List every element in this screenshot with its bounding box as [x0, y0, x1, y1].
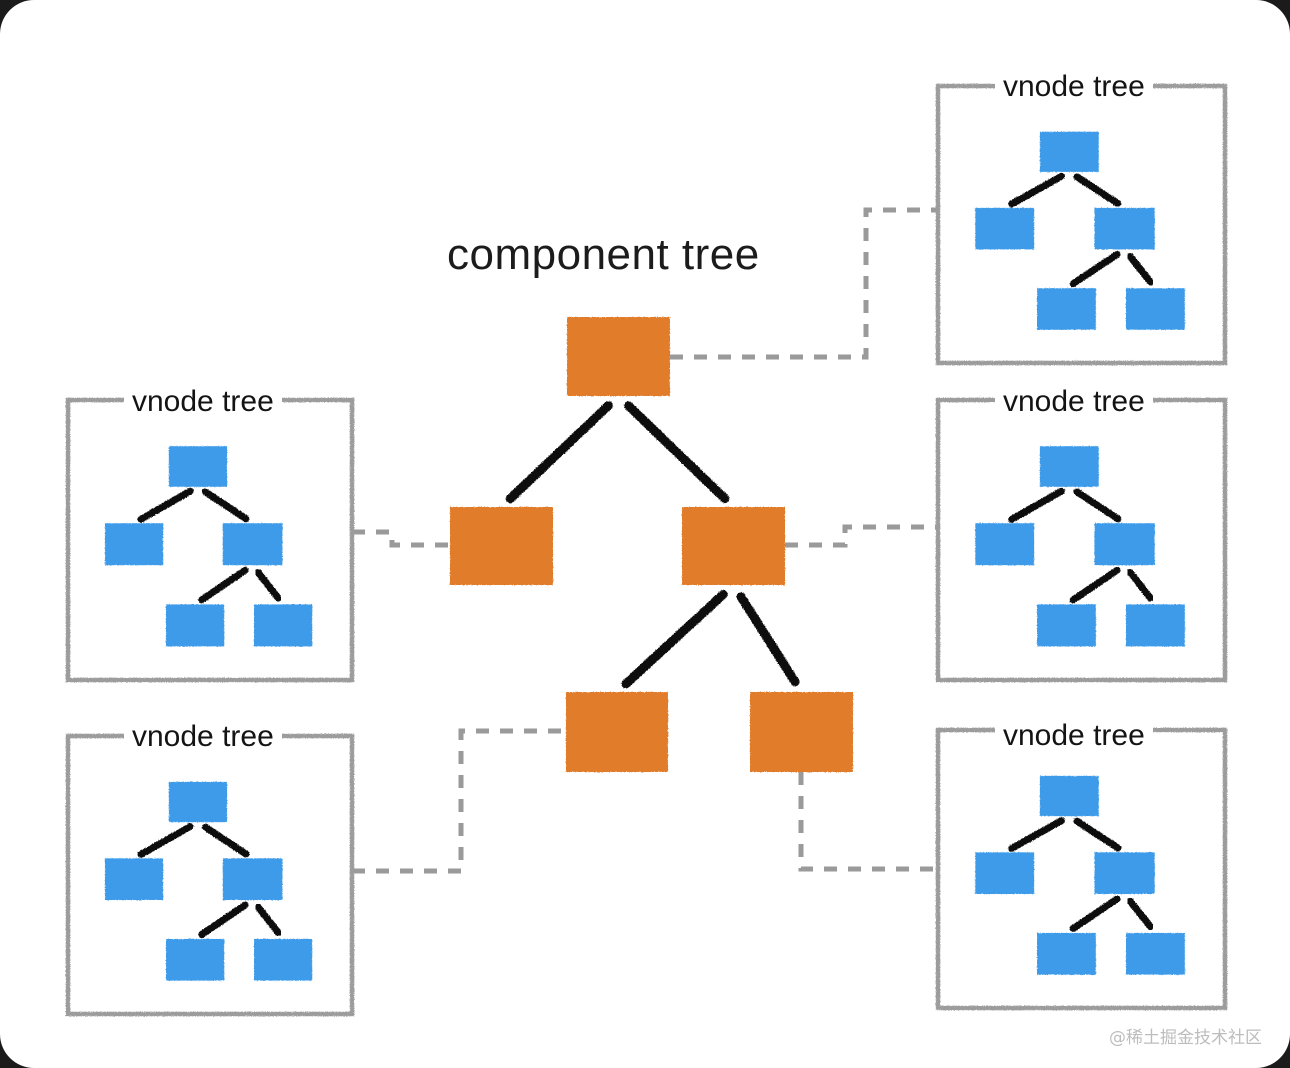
component-node-leaf-left[interactable]: [566, 692, 668, 772]
component-node-child-right[interactable]: [682, 507, 785, 585]
vnode-tree-middle-left-node-v-root[interactable]: [168, 446, 228, 487]
vnode-tree-middle-right-edge-v-root-to-v-right: [1073, 488, 1122, 523]
vnode-tree-middle-left-edge-v-root-to-v-right: [201, 488, 250, 523]
vnode-tree-bottom-right-node-v-left[interactable]: [975, 852, 1035, 895]
vnode-tree-bottom-right-edge-v-right-to-v-leaf2: [1126, 897, 1154, 931]
vnode-tree-bottom-left-node-v-right[interactable]: [222, 858, 283, 901]
vnode-tree-bottom-left-node-v-left[interactable]: [104, 858, 164, 901]
vnode-tree-bottom-right-label: vnode tree: [995, 719, 1153, 753]
connector-child-right-to-middle-right: [785, 524, 938, 548]
vnode-tree-top-right-edge-v-root-to-v-right: [1073, 173, 1122, 208]
vnode-tree-top-right-node-v-leaf2[interactable]: [1125, 288, 1185, 330]
vnode-tree-bottom-right-edge-v-root-to-v-right: [1073, 817, 1122, 852]
vnode-tree-middle-right-edge-v-root-to-v-left: [1008, 487, 1065, 523]
vnode-tree-middle-left-edge-v-root-to-v-left: [137, 487, 194, 523]
vnode-tree-middle-left-node-v-leaf1[interactable]: [165, 604, 225, 647]
vnode-tree-bottom-left-edge-v-root-to-v-right: [201, 823, 250, 858]
vnode-tree-bottom-left-edge-v-right-to-v-leaf1: [198, 901, 249, 938]
vnode-tree-middle-left-node-v-left[interactable]: [104, 523, 164, 566]
vnode-tree-bottom-right-edge-v-root-to-v-left: [1008, 817, 1065, 852]
connector-lines-group: [352, 207, 938, 874]
vnode-tree-bottom-right-node-v-leaf2[interactable]: [1125, 932, 1185, 975]
vnode-tree-middle-right-edge-v-right-to-v-leaf1: [1069, 566, 1121, 604]
vnode-tree-top-right-node-v-left[interactable]: [975, 207, 1035, 250]
vnode-tree-bottom-left-edge-v-right-to-v-leaf2: [254, 903, 282, 937]
connector-leaf-right-to-bottom-right: [798, 772, 938, 872]
vnode-tree-bottom-right-node-v-root[interactable]: [1039, 775, 1099, 817]
vnode-tree-middle-right-node-v-leaf1[interactable]: [1037, 604, 1096, 647]
watermark-text: @稀土掘金技术社区: [1109, 1028, 1262, 1048]
vnode-tree-middle-right-label: vnode tree: [995, 385, 1153, 419]
component-tree-nodes-group: [450, 317, 853, 772]
vnode-tree-bottom-left-node-v-root[interactable]: [168, 781, 228, 823]
vnode-tree-top-right-node-v-leaf1[interactable]: [1037, 288, 1096, 330]
component-tree-edge-child-right-to-leaf-left: [621, 589, 728, 689]
vnode-tree-top-right-edge-v-root-to-v-left: [1008, 172, 1065, 208]
component-tree-edge-root-to-child-left: [505, 401, 613, 504]
vnode-tree-middle-right-node-v-root[interactable]: [1039, 446, 1099, 487]
vnode-tree-top-right-node-v-right[interactable]: [1094, 207, 1155, 250]
page-title: component tree: [447, 230, 760, 279]
vnode-tree-middle-left-node-v-leaf2[interactable]: [254, 604, 313, 647]
component-tree-edge-root-to-child-right: [624, 401, 730, 504]
vnode-tree-bottom-right-node-v-leaf1[interactable]: [1037, 932, 1096, 975]
vnode-tree-bottom-left-node-v-leaf1[interactable]: [165, 938, 225, 981]
vnode-tree-middle-left-edge-v-right-to-v-leaf2: [254, 568, 282, 602]
vnode-tree-top-right-edge-v-right-to-v-leaf1: [1069, 250, 1121, 288]
vnode-tree-bottom-right-edge-v-right-to-v-leaf1: [1069, 895, 1121, 932]
vnode-tree-top-right-label: vnode tree: [995, 70, 1153, 104]
connector-leaf-left-to-bottom-left: [352, 728, 566, 874]
connector-root-to-top-right: [670, 207, 938, 360]
vnode-tree-top-right-edge-v-right-to-v-leaf2: [1126, 252, 1154, 286]
vnode-tree-middle-left-label: vnode tree: [124, 385, 282, 419]
vnode-tree-middle-right-node-v-right[interactable]: [1094, 523, 1155, 566]
vnode-tree-middle-right-edge-v-right-to-v-leaf2: [1126, 568, 1154, 602]
component-node-child-left[interactable]: [450, 507, 553, 585]
vnode-tree-bottom-right-node-v-right[interactable]: [1094, 852, 1155, 895]
vnode-tree-middle-left-edge-v-right-to-v-leaf1: [198, 566, 249, 604]
vnode-tree-top-right-node-v-root[interactable]: [1039, 131, 1099, 172]
vnode-tree-middle-left-node-v-right[interactable]: [222, 523, 283, 566]
component-node-root[interactable]: [567, 317, 670, 396]
vnode-tree-middle-right-node-v-left[interactable]: [975, 523, 1035, 566]
component-tree-edge-child-right-to-leaf-right: [736, 592, 800, 687]
vnode-tree-bottom-left-edge-v-root-to-v-left: [137, 823, 194, 858]
component-node-leaf-right[interactable]: [750, 692, 853, 772]
vnode-tree-middle-right-node-v-leaf2[interactable]: [1125, 604, 1185, 647]
vnode-tree-nodes-group: [104, 131, 1185, 981]
connector-child-left-to-middle-left: [352, 529, 450, 548]
vnode-tree-bottom-left-node-v-leaf2[interactable]: [254, 938, 313, 981]
vnode-tree-bottom-left-label: vnode tree: [124, 720, 282, 754]
component-tree-edges-group: [505, 401, 800, 689]
